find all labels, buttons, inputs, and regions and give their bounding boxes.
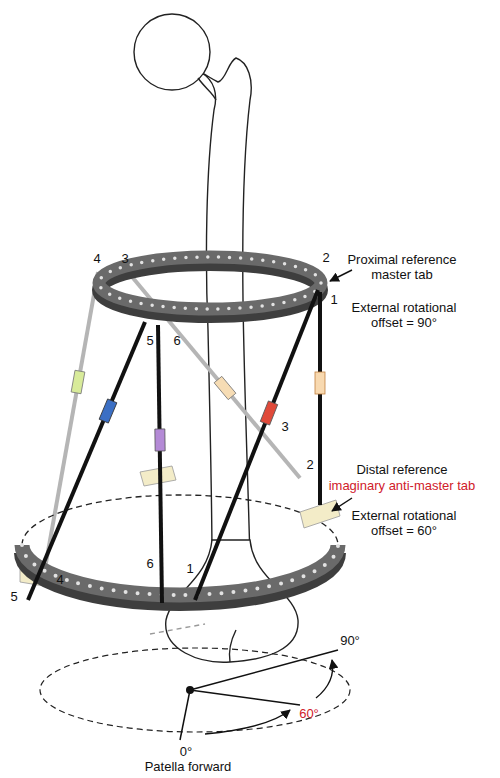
callout-number: 6 (146, 556, 153, 571)
strut-clip (71, 370, 85, 393)
callout-number: 6 (173, 333, 180, 348)
center-dot (186, 686, 194, 694)
proximal-ring (99, 257, 321, 316)
angle-line (190, 650, 338, 690)
pointer-arrow (330, 270, 352, 281)
front-struts (28, 290, 325, 603)
callout-number: 2 (322, 250, 329, 265)
strut (195, 290, 318, 600)
angle-line (180, 690, 190, 740)
strut (42, 272, 98, 585)
strut-clip (315, 372, 325, 394)
strut-clip (155, 429, 165, 451)
rotation-ellipse (40, 648, 350, 732)
distal-ring (22, 545, 338, 603)
strut-clip (260, 401, 277, 425)
intercondylar-notch (229, 630, 236, 662)
strut (158, 325, 162, 603)
ring-holes (99, 257, 321, 309)
annotation-text: External rotational offset = 90° (348, 300, 460, 330)
femur (134, 14, 298, 662)
callout-number: 2 (306, 457, 313, 472)
callout-number: 5 (10, 589, 17, 604)
callout-number: 4 (93, 251, 100, 266)
ring-top (99, 257, 321, 309)
ring-top (22, 545, 338, 595)
callout-number: 4 (56, 572, 63, 587)
callout-number: 5 (146, 333, 153, 348)
callout-number: 90° (340, 633, 360, 648)
callout-number: 3 (281, 419, 288, 434)
callout-number: 3 (121, 251, 128, 266)
callout-number: 1 (186, 561, 193, 576)
condyle-axis (150, 624, 205, 634)
ring-tab (140, 466, 176, 486)
annotation-text: Proximal reference master tab (339, 252, 465, 282)
strut (28, 322, 145, 600)
strut-clip (214, 376, 236, 399)
rotation-diagram (40, 648, 350, 740)
annotation-text: imaginary anti-master tab (329, 478, 476, 493)
strut (318, 292, 322, 505)
callout-number: 60° (299, 706, 319, 721)
femoral-neck (198, 78, 216, 100)
rotation-arrow (316, 660, 333, 698)
angle-line (190, 690, 300, 705)
annotation-text: Distal reference (356, 462, 447, 477)
annotation-text: External rotational offset = 60° (348, 508, 460, 538)
annotation-text: Patella forward (145, 759, 232, 774)
pointer-arrow (332, 498, 352, 511)
callout-number: 0° (180, 744, 192, 759)
strut-clip (99, 399, 117, 423)
tabs (20, 466, 340, 588)
rotation-arrow (205, 710, 290, 734)
callout-number: 1 (330, 292, 337, 307)
ring-holes (22, 545, 338, 595)
